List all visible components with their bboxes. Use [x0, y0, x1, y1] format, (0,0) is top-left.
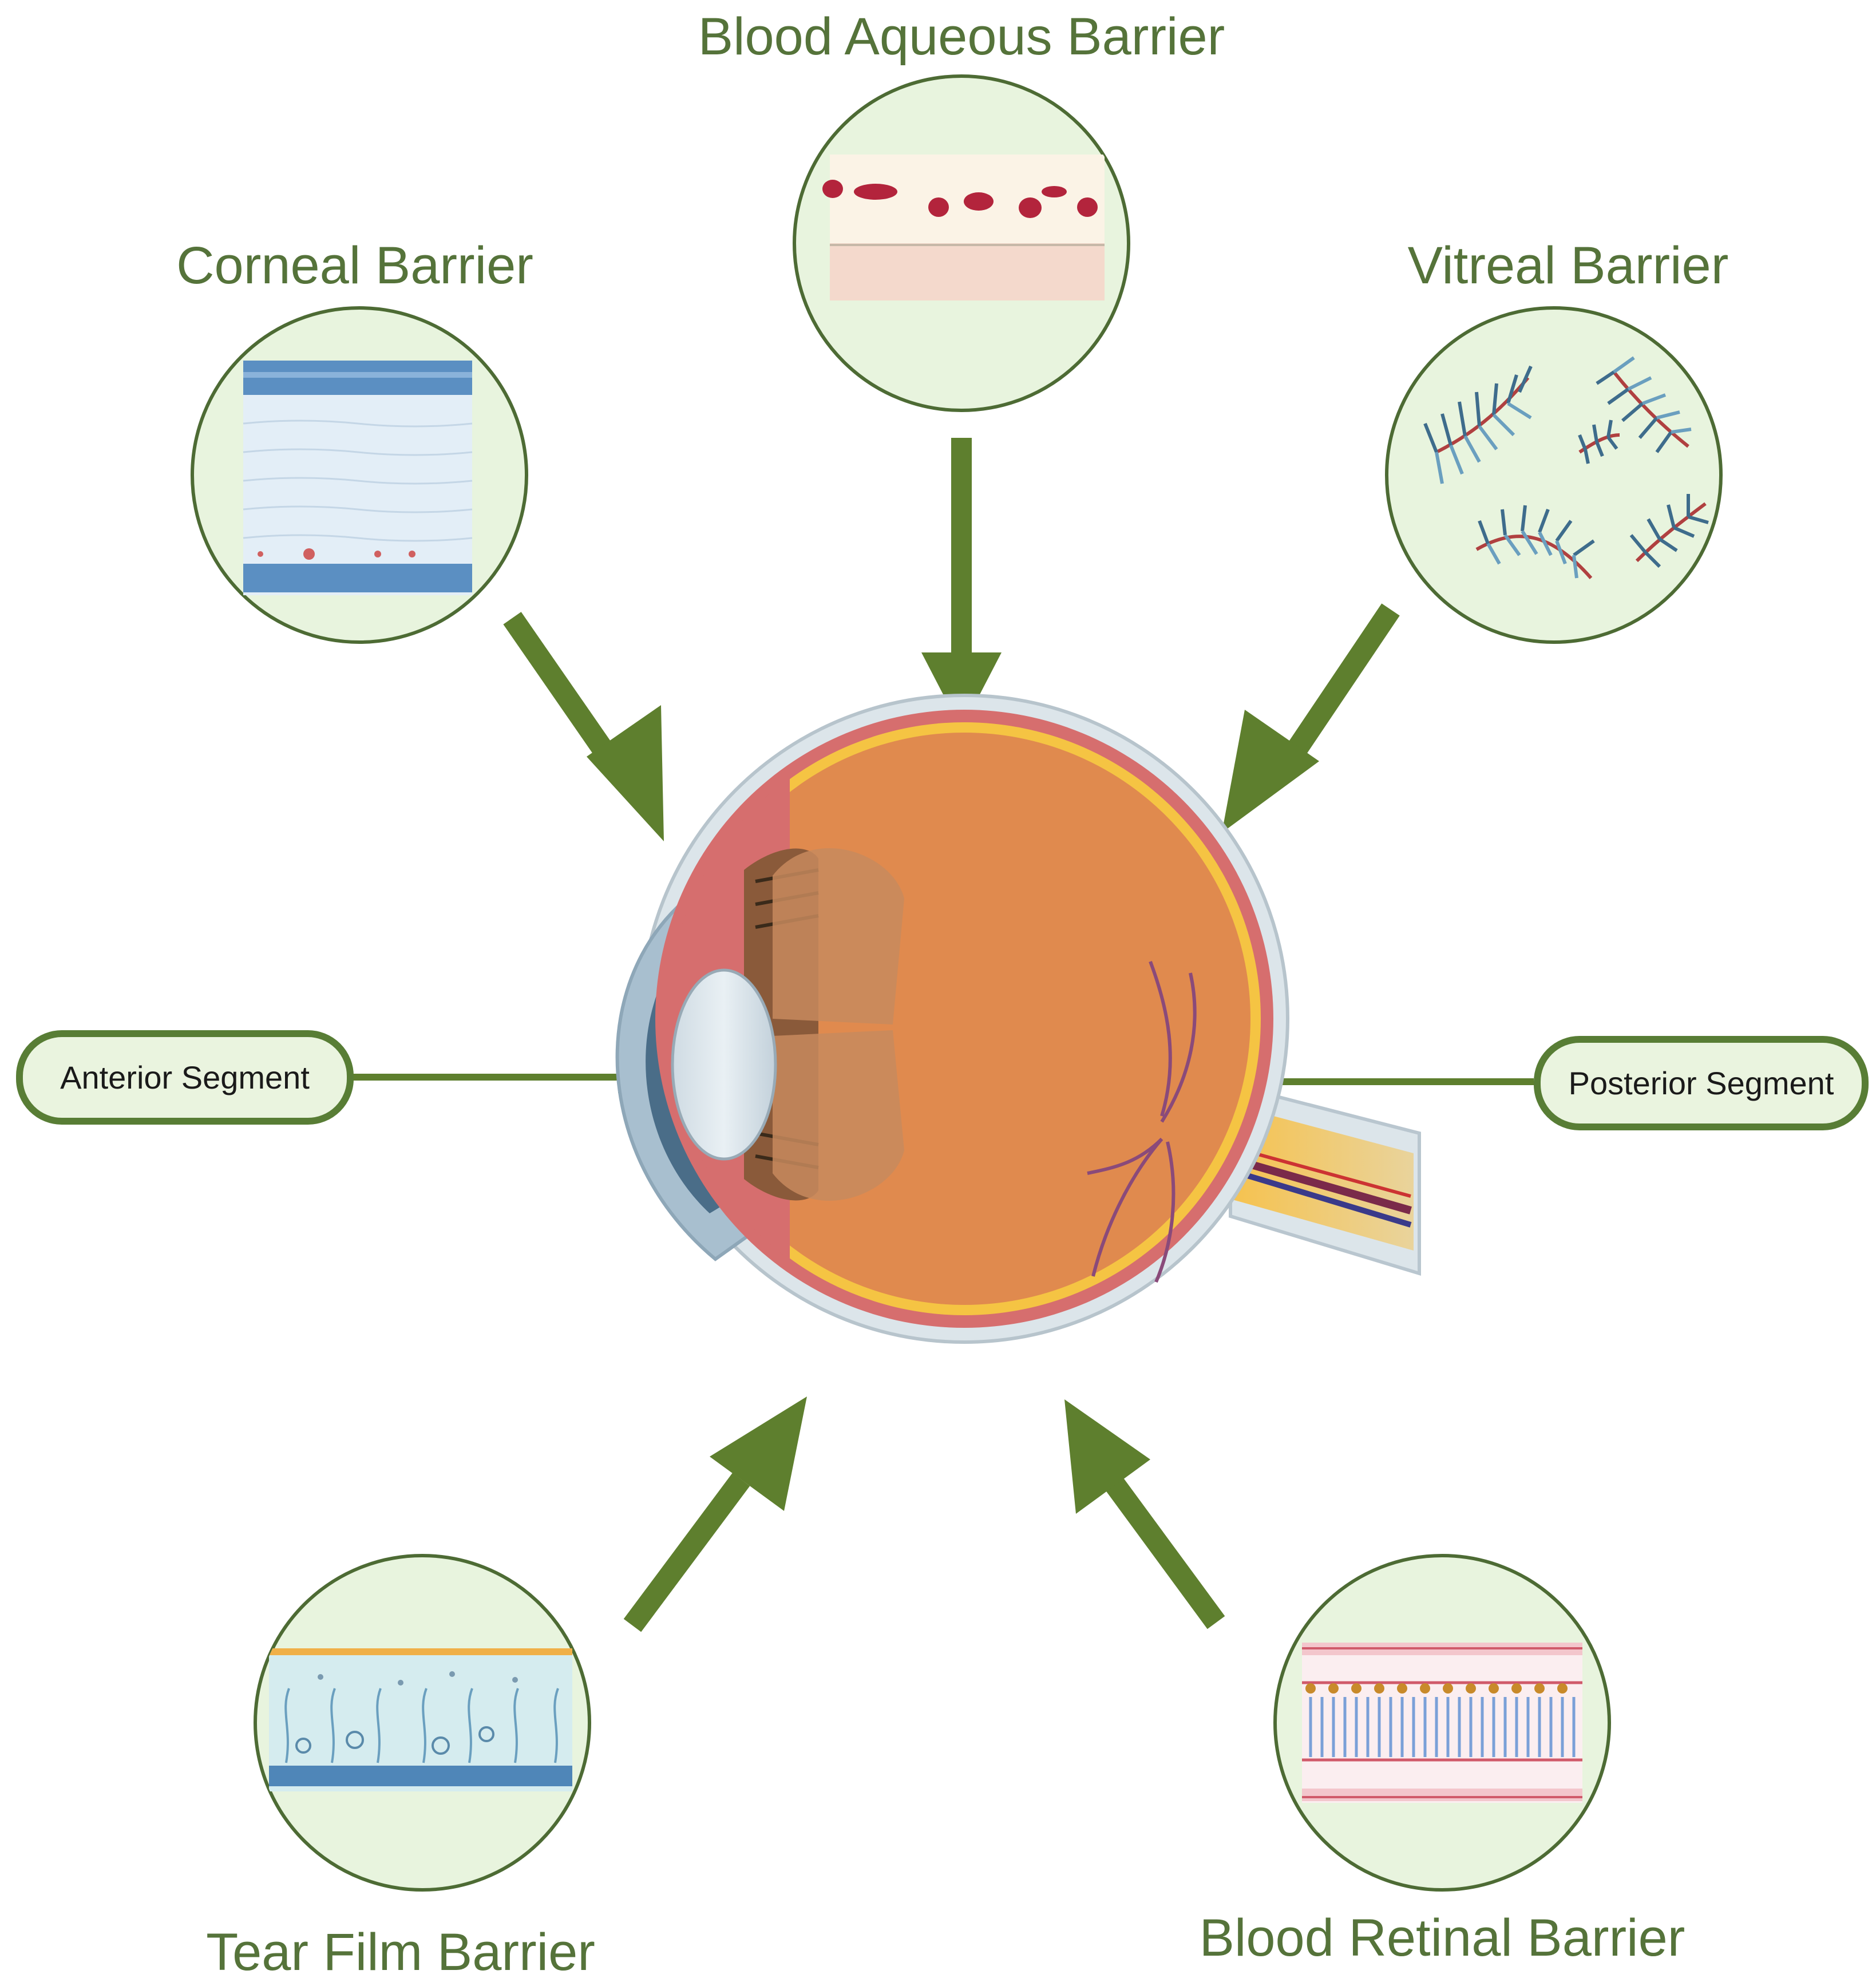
blood-aqueous-circle: [793, 74, 1130, 412]
tear-film-circle: [254, 1554, 591, 1892]
vitreous-fibers-icon: [1423, 356, 1709, 579]
vitreal-circle: [1385, 306, 1723, 644]
label-vitreal-barrier: Vitreal Barrier: [1407, 236, 1729, 295]
retinal-vessels: [1087, 960, 1197, 1283]
tear-film-tissue-icon: [269, 1648, 572, 1791]
corneal-circle: [191, 306, 528, 644]
blood-retinal-circle: [1273, 1554, 1611, 1892]
blood-vessel-tissue-icon: [822, 155, 1105, 300]
optic-nerve: [1201, 1082, 1421, 1276]
label-blood-aqueous-barrier: Blood Aqueous Barrier: [698, 7, 1225, 66]
arrow-anterior: [349, 1062, 652, 1093]
arrow-blood-retinal: [1064, 1399, 1225, 1629]
eye-cross-section-icon: [615, 694, 1421, 1344]
anterior-segment-label: Anterior Segment: [16, 1030, 354, 1125]
label-tear-film-barrier: Tear Film Barrier: [206, 1923, 595, 1981]
arrow-vitreal: [1222, 603, 1400, 833]
arrow-corneal: [503, 612, 664, 841]
label-corneal-barrier: Corneal Barrier: [176, 236, 533, 295]
label-blood-retinal-barrier: Blood Retinal Barrier: [1199, 1909, 1685, 1967]
retinal-tissue-icon: [1302, 1643, 1582, 1803]
posterior-segment-label: Posterior Segment: [1534, 1036, 1869, 1130]
corneal-tissue-icon: [243, 361, 473, 595]
arrow-tear-film: [623, 1396, 807, 1632]
arrow-blood-aqueous: [921, 438, 1002, 730]
